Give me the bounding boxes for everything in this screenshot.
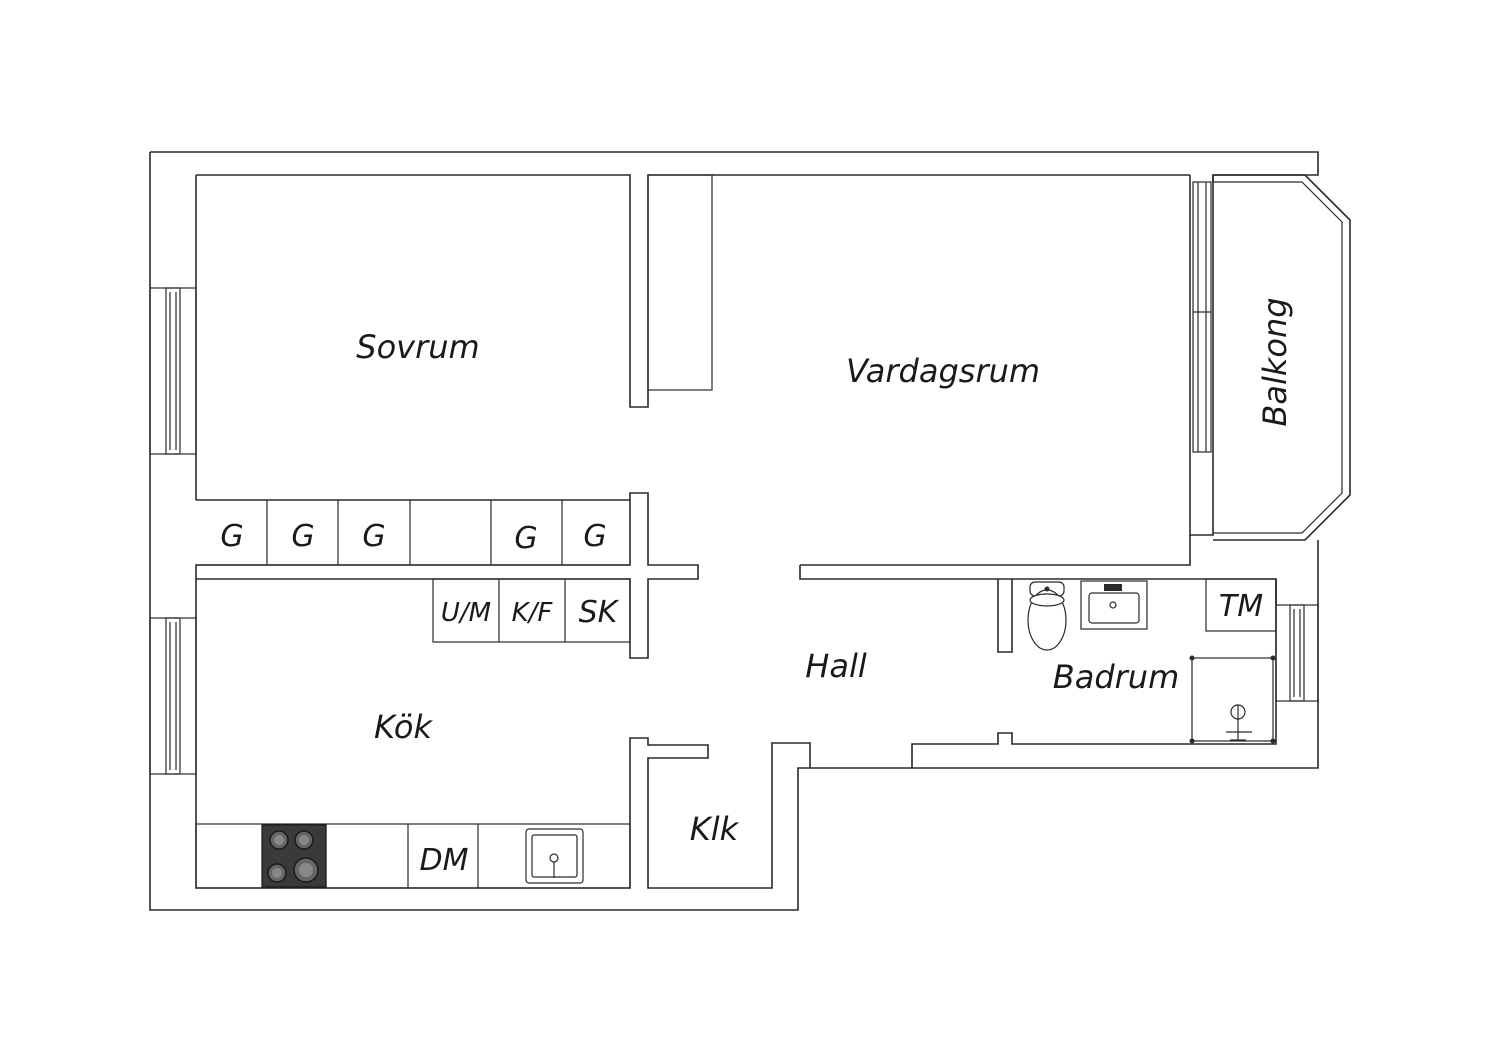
wardrobe-label-g3: G [362,519,385,554]
room-label-vardagsrum: Vardagsrum [846,352,1040,390]
room-label-badrum: Badrum [1053,658,1179,696]
stove-icon [261,824,327,888]
wall-column [647,174,713,391]
room-label-balkong: Balkong [1256,297,1294,426]
shower-icon [1189,655,1276,744]
kok-window [149,617,197,775]
sovrum-wardrobes [195,492,699,659]
wardrobe-label-g1: G [220,519,243,554]
outer-walls [149,151,1319,911]
appliance-label-dm: DM [420,843,469,878]
kitchen-sink-icon [525,828,584,884]
sovrum-window [149,287,197,455]
room-label-hall: Hall [805,647,867,685]
bathroom-sink-icon [1080,580,1148,630]
wardrobe-label-g2: G [291,519,314,554]
toilet-icon [1027,581,1067,651]
wardrobe-label-g5: G [583,519,606,554]
balkong-outline [1213,174,1351,541]
cabinet-label-kf: K/F [512,598,554,628]
room-label-sovrum: Sovrum [356,328,479,366]
wardrobe-label-g4: G [514,521,537,556]
room-label-kok: Kök [374,708,433,746]
badrum-window [1275,604,1319,702]
vardagsrum-window [1189,175,1214,536]
cabinet-label-um: U/M [441,598,491,628]
kok-upper-cabinets [432,578,631,643]
cabinet-label-sk: SK [579,595,620,630]
cabinet-label-tm: TM [1219,589,1263,624]
room-label-klk: Klk [690,810,740,848]
